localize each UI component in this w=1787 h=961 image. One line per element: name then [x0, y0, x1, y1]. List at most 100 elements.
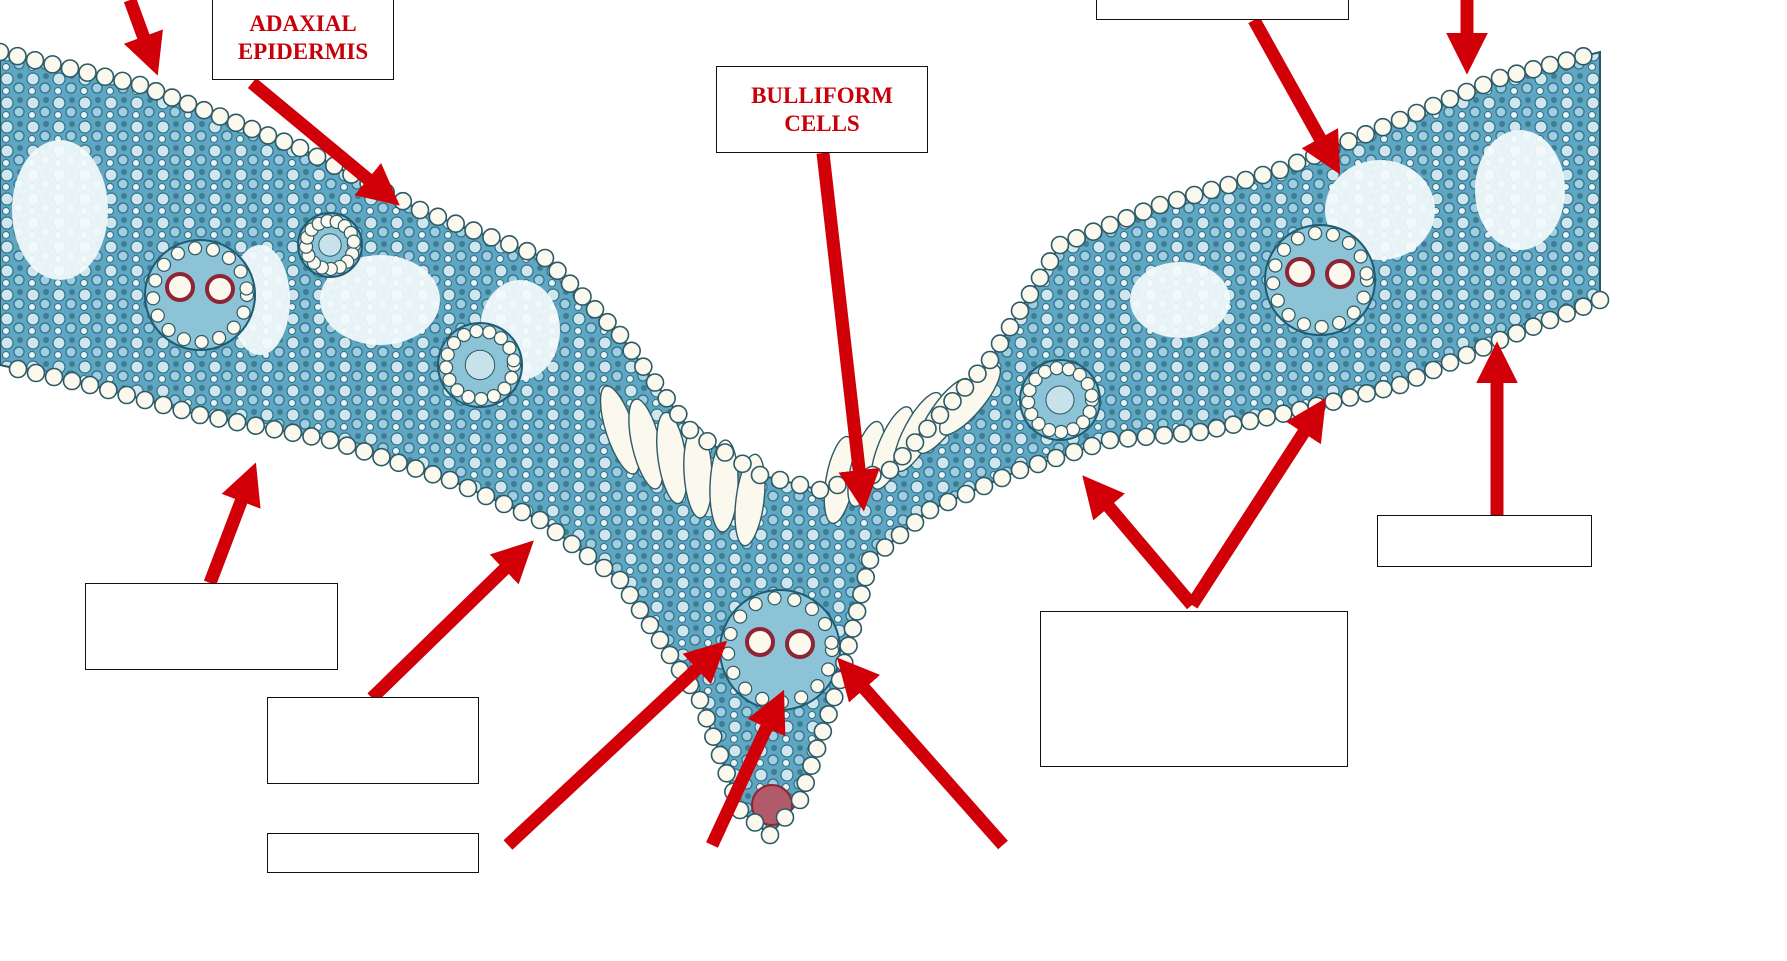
epidermis-cell: [647, 374, 664, 391]
epidermis-cell: [1558, 52, 1575, 69]
epidermis-cell: [682, 422, 699, 439]
epidermis-cell: [228, 114, 245, 131]
epidermis-cell: [907, 514, 924, 531]
epidermis-cell: [919, 420, 936, 437]
epidermis-cell: [465, 222, 482, 239]
epidermis-cell: [1225, 416, 1242, 433]
epidermis-cell: [1066, 444, 1083, 461]
epidermis-cell: [1156, 427, 1173, 444]
epidermis-cell: [1002, 319, 1019, 336]
epidermis-cell: [537, 250, 554, 267]
epidermis-cell: [862, 552, 879, 569]
epidermis-cell: [1272, 162, 1289, 179]
epidermis-cell: [1084, 438, 1101, 455]
bundle-cell: [206, 243, 219, 256]
bundle-cell: [1038, 365, 1051, 378]
epidermis-cell: [1592, 292, 1609, 309]
epidermis-cell: [1408, 105, 1425, 122]
bundle-cell: [151, 309, 164, 322]
bundle-cell: [795, 691, 808, 704]
epidermis-cell: [976, 478, 993, 495]
epidermis-cell: [632, 602, 649, 619]
xylem-vessel: [787, 631, 813, 657]
epidermis-cell: [1138, 428, 1155, 445]
epidermis-cell: [1022, 286, 1039, 303]
xylem-vessel: [747, 629, 773, 655]
epidermis-cell: [276, 133, 293, 150]
epidermis-cell: [803, 757, 820, 774]
epidermis-cell: [612, 572, 629, 589]
epidermis-cell: [812, 482, 829, 499]
bundle-cell: [1347, 306, 1360, 319]
bundle-cell: [1315, 320, 1328, 333]
arrow-top-right-box: [1254, 20, 1332, 160]
epidermis-cell: [1102, 432, 1119, 449]
bundle-cell: [240, 282, 253, 295]
epidermis-cell: [148, 83, 165, 100]
bundle-cell: [483, 326, 496, 339]
bundle-cell: [1297, 318, 1310, 331]
epidermis-cell: [64, 373, 81, 390]
epidermis-cell: [635, 358, 652, 375]
epidermis-cell: [1048, 450, 1065, 467]
epidermis-cell: [1508, 65, 1525, 82]
epidermis-cell: [496, 496, 513, 513]
bundle-cell: [443, 373, 456, 386]
epidermis-cell: [820, 706, 837, 723]
epidermis-cell: [1525, 61, 1542, 78]
arrow-top-left: [130, 0, 152, 60]
epidermis-cell: [1358, 385, 1375, 402]
epidermis-cell: [844, 620, 861, 637]
epidermis-cell: [1102, 217, 1119, 234]
epidermis-cell: [747, 814, 764, 831]
epidermis-cell: [1340, 133, 1357, 150]
epidermis-cell: [1032, 269, 1049, 286]
phloem: [465, 350, 494, 379]
epidermis-cell: [1120, 430, 1137, 447]
epidermis-cell: [1357, 126, 1374, 143]
epidermis-cell: [284, 424, 301, 441]
epidermis-cell: [797, 774, 814, 791]
epidermis-cell: [447, 215, 464, 232]
epidermis-cell: [853, 586, 870, 603]
label-adaxial-epidermis: ADAXIAL EPIDERMIS: [212, 0, 394, 80]
bundle-cell: [470, 325, 483, 338]
bundle-cell: [227, 321, 240, 334]
bundle-cell: [722, 647, 735, 660]
bundle-cell: [1277, 243, 1290, 256]
bundle-cell: [739, 682, 752, 695]
epidermis-cell: [1542, 57, 1559, 74]
epidermis-cell: [1152, 197, 1169, 214]
bundle-sheath: [145, 240, 255, 350]
epidermis-cell: [882, 462, 899, 479]
epidermis-cell: [155, 397, 172, 414]
epidermis-cell: [44, 56, 61, 73]
epidermis-cell: [1135, 203, 1152, 220]
bundle-cell: [749, 598, 762, 611]
air-space: [1475, 130, 1565, 250]
epidermis-cell: [907, 434, 924, 451]
epidermis-cell: [1558, 305, 1575, 322]
air-space: [12, 140, 108, 280]
phloem: [1046, 386, 1074, 414]
bundle-cell: [487, 390, 500, 403]
epidermis-cell: [762, 827, 779, 844]
epidermis-cell: [1492, 70, 1509, 87]
epidermis-cell: [412, 202, 429, 219]
epidermis-cell: [580, 548, 597, 565]
epidermis-cell: [549, 262, 566, 279]
epidermis-cell: [548, 524, 565, 541]
epidermis-cell: [1342, 389, 1359, 406]
blank-label-top-right: [1096, 0, 1349, 20]
bundle-cell: [819, 618, 832, 631]
epidermis-cell: [501, 236, 518, 253]
epidermis-cell: [809, 740, 826, 757]
bundle-cell: [1025, 408, 1038, 421]
epidermis-cell: [699, 433, 716, 450]
epidermis-cell: [460, 480, 477, 497]
epidermis-cell: [373, 449, 390, 466]
epidermis-cell: [1242, 413, 1259, 430]
epidermis-cell: [532, 512, 549, 529]
leaf-tissue: [0, 44, 1609, 844]
epidermis-cell: [1237, 172, 1254, 189]
